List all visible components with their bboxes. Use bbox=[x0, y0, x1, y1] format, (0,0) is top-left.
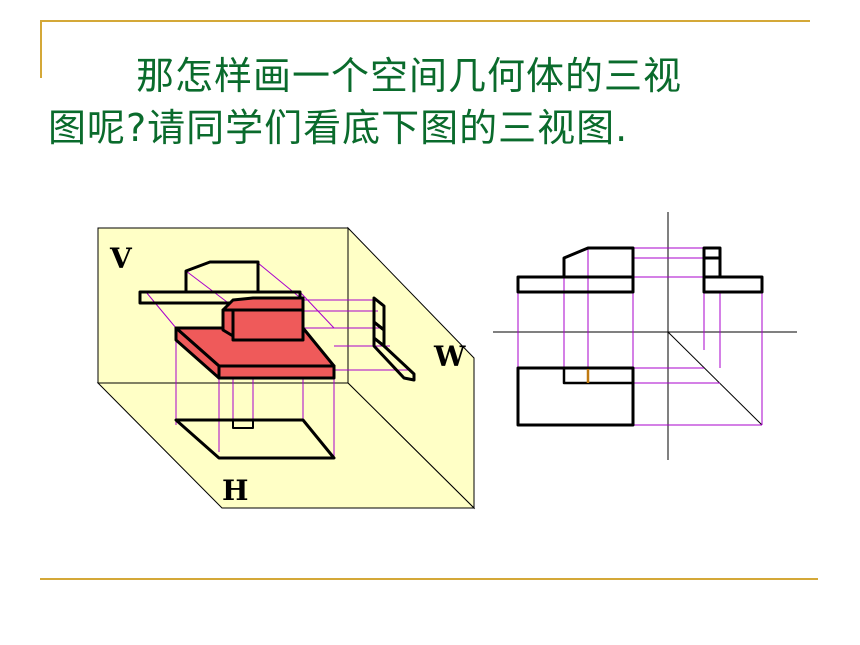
axes bbox=[493, 212, 797, 460]
top-view bbox=[516, 366, 635, 427]
side-view-on-w bbox=[372, 296, 416, 382]
h-plane bbox=[96, 382, 476, 509]
ortho-projection-lines bbox=[517, 247, 763, 426]
top-accent-line bbox=[40, 20, 810, 22]
title-line-1: 那怎样画一个空间几何体的三视 bbox=[136, 54, 683, 98]
side-view bbox=[702, 246, 764, 294]
solid-object bbox=[174, 296, 336, 380]
projection-box: V W H bbox=[96, 226, 476, 510]
top-view-on-h bbox=[174, 418, 336, 460]
left-accent-line bbox=[40, 20, 42, 78]
label-w: W bbox=[433, 340, 466, 373]
bottom-accent-line bbox=[40, 578, 818, 580]
slide-title: 那怎样画一个空间几何体的三视 图呢?请同学们看底下图的三视图. bbox=[48, 50, 828, 154]
label-h: H bbox=[222, 474, 248, 507]
title-line-2: 图呢?请同学们看底下图的三视图. bbox=[48, 106, 629, 150]
label-v: V bbox=[109, 242, 133, 275]
front-view bbox=[516, 246, 635, 294]
orthographic-views bbox=[493, 212, 797, 460]
